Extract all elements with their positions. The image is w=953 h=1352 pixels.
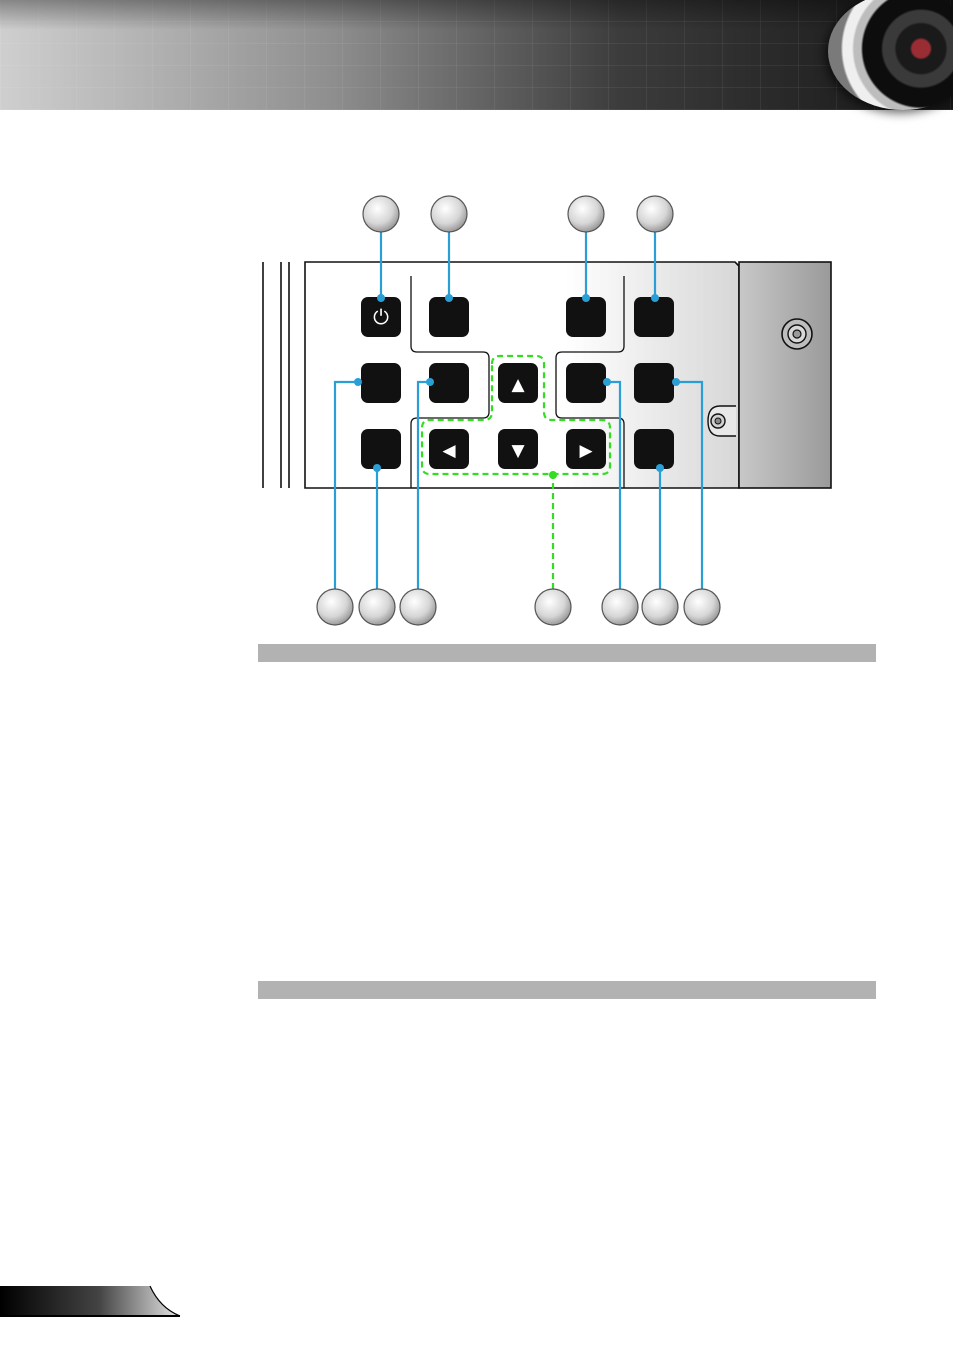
callout-marker	[567, 195, 605, 233]
ir-sensor	[781, 318, 813, 350]
callout-marker	[430, 195, 468, 233]
callout-marker	[636, 195, 674, 233]
keypad-button-power[interactable]: ⏻	[361, 297, 401, 337]
callout-dot	[445, 294, 453, 302]
keypad-button-mid-4[interactable]	[566, 363, 606, 403]
callout-dot	[373, 464, 381, 472]
callout-marker	[358, 588, 396, 626]
keypad-button-top-3[interactable]	[566, 297, 606, 337]
arrow-right-icon: ▶	[579, 441, 593, 461]
callout-dot	[651, 294, 659, 302]
callout-dot	[603, 378, 611, 386]
callout-dot	[656, 464, 664, 472]
power-icon: ⏻	[373, 305, 389, 329]
keypad-button-right[interactable]: ▶	[566, 429, 606, 469]
callout-marker	[641, 588, 679, 626]
panel-edge-lines	[262, 262, 290, 488]
page-number-tab	[0, 1285, 181, 1317]
callout-marker	[534, 588, 572, 626]
arrow-down-icon: ▼	[511, 441, 525, 461]
callout-dot	[377, 294, 385, 302]
callout-marker	[683, 588, 721, 626]
section-header-bar	[258, 981, 876, 999]
keypad-button-top-4[interactable]	[634, 297, 674, 337]
callout-line	[333, 380, 358, 589]
arrow-left-icon: ◀	[442, 441, 456, 461]
header-banner	[0, 0, 953, 110]
callout-line	[676, 380, 704, 589]
callout-marker	[362, 195, 400, 233]
callout-marker	[399, 588, 437, 626]
panel-screw	[707, 405, 736, 437]
callout-dot	[426, 378, 434, 386]
callout-dot	[582, 294, 590, 302]
projector-lens-graphic	[828, 0, 953, 110]
nav-pad-highlight	[420, 354, 612, 476]
callout-marker	[316, 588, 354, 626]
callout-dot	[549, 471, 557, 479]
arrow-up-icon: ▲	[511, 375, 525, 395]
keypad-button-left[interactable]: ◀	[429, 429, 469, 469]
button-group-outlines	[410, 276, 625, 488]
callout-marker	[601, 588, 639, 626]
keypad-buttons: ⏻ ▲ ◀ ▼ ▶	[361, 297, 674, 469]
section-header-bar	[258, 644, 876, 662]
keypad-button-mid-1[interactable]	[361, 363, 401, 403]
keypad-button-bottom-1[interactable]	[361, 429, 401, 469]
keypad-button-mid-2[interactable]	[429, 363, 469, 403]
keypad-button-mid-5[interactable]	[634, 363, 674, 403]
side-housing	[738, 261, 832, 489]
callout-markers	[316, 195, 721, 626]
keypad-button-bottom-5[interactable]	[634, 429, 674, 469]
callout-line	[607, 380, 622, 589]
callout-dot	[354, 378, 362, 386]
keypad-button-down[interactable]: ▼	[498, 429, 538, 469]
keypad-button-top-2[interactable]	[429, 297, 469, 337]
callout-dot	[672, 378, 680, 386]
keypad-button-up[interactable]: ▲	[498, 363, 538, 403]
